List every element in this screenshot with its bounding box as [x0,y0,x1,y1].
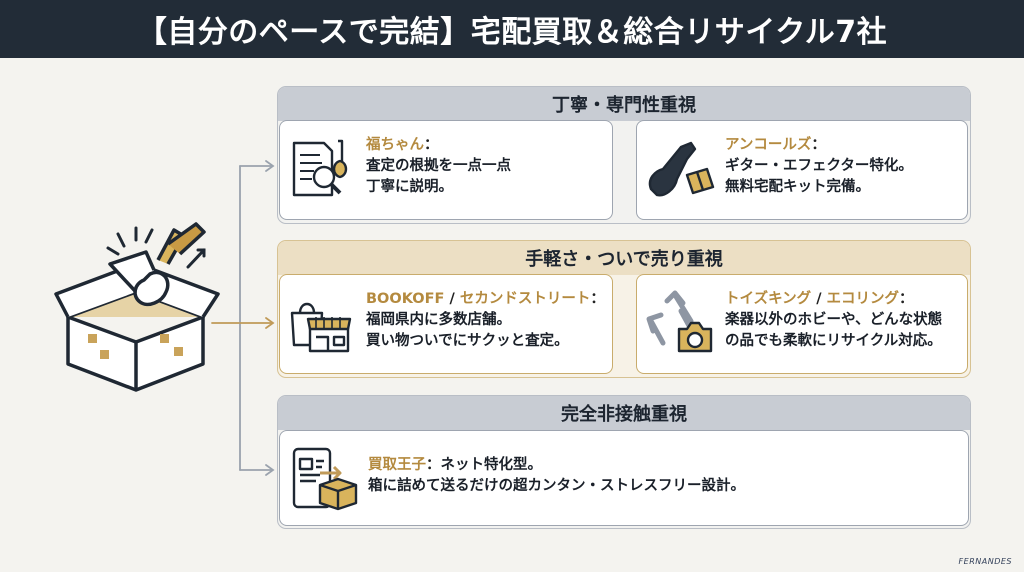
name-colon: ： [426,457,441,473]
page-title: 【自分のペースで完結】宅配買取＆総合リサイクル7社 [0,0,1024,58]
card-fukuchan: 福ちゃん： 査定の根拠を一点一点 丁寧に説明。 [279,120,613,220]
description-line: の品でも柔軟にリサイクル対応。 [725,333,942,349]
tablet-box-icon [292,447,358,511]
company-name: トイズキング [725,291,812,307]
card-toysking: トイズキング / エコリング： 楽器以外のホビーや、どんな状態 の品でも柔軟にリ… [636,274,968,374]
name-colon: ： [590,291,605,307]
description-inline: ネット特化型。 [440,457,543,473]
description-line: 箱に詰めて送るだけの超カンタン・ストレスフリー設計。 [368,478,745,494]
document-guitar-magnifier-icon [292,139,348,197]
shopping-bag-store-icon [290,302,352,353]
name-colon: ： [811,137,826,153]
description-line: 査定の根拠を一点一点 [366,158,511,174]
card-text: 買取王子：ネット特化型。 箱に詰めて送るだけの超カンタン・ストレスフリー設計。 [368,455,745,497]
card-kaitoriouji: 買取王子：ネット特化型。 箱に詰めて送るだけの超カンタン・ストレスフリー設計。 [279,430,969,526]
name-slash: / [444,291,460,307]
description-line: 無料宅配キット完備。 [725,179,870,195]
company-name: BOOKOFF [366,291,445,307]
card-text: トイズキング / エコリング： 楽器以外のホビーや、どんな状態 の品でも柔軟にリ… [725,289,942,352]
description-line: 楽器以外のホビーや、どんな状態 [725,312,943,328]
company-name-2: セカンドストリート [459,291,591,307]
card-encores: アンコールズ： ギター・エフェクター特化。 無料宅配キット完備。 [636,120,968,220]
description-line: ギター・エフェクター特化。 [725,158,913,174]
company-name: 買取王子 [368,457,426,473]
card-text: アンコールズ： ギター・エフェクター特化。 無料宅配キット完備。 [725,135,913,198]
name-slash: / [811,291,827,307]
description-line: 買い物ついでにサクッと査定。 [366,333,569,349]
card-text: 福ちゃん： 査定の根拠を一点一点 丁寧に説明。 [366,135,511,198]
description-line: 丁寧に説明。 [366,179,453,195]
recycle-camera-icon [646,290,713,353]
group-title: 手軽さ・ついで売り重視 [278,241,970,275]
name-colon: ： [424,137,439,153]
footer-logo: FERNANDES [958,557,1012,566]
company-name: 福ちゃん [366,137,424,153]
description-line: 福岡県内に多数店舗。 [366,312,511,328]
guitar-case-box-icon [648,141,715,197]
group-title: 丁寧・専門性重視 [278,87,970,121]
group-title: 完全非接触重視 [278,396,970,430]
box-guitar-icon [54,222,220,392]
card-bookoff: BOOKOFF / セカンドストリート： 福岡県内に多数店舗。 買い物ついでにサ… [279,274,613,374]
company-name: アンコールズ [725,137,812,153]
name-colon: ： [899,291,914,307]
card-text: BOOKOFF / セカンドストリート： 福岡県内に多数店舗。 買い物ついでにサ… [366,289,605,352]
company-name-2: エコリング [826,291,900,307]
